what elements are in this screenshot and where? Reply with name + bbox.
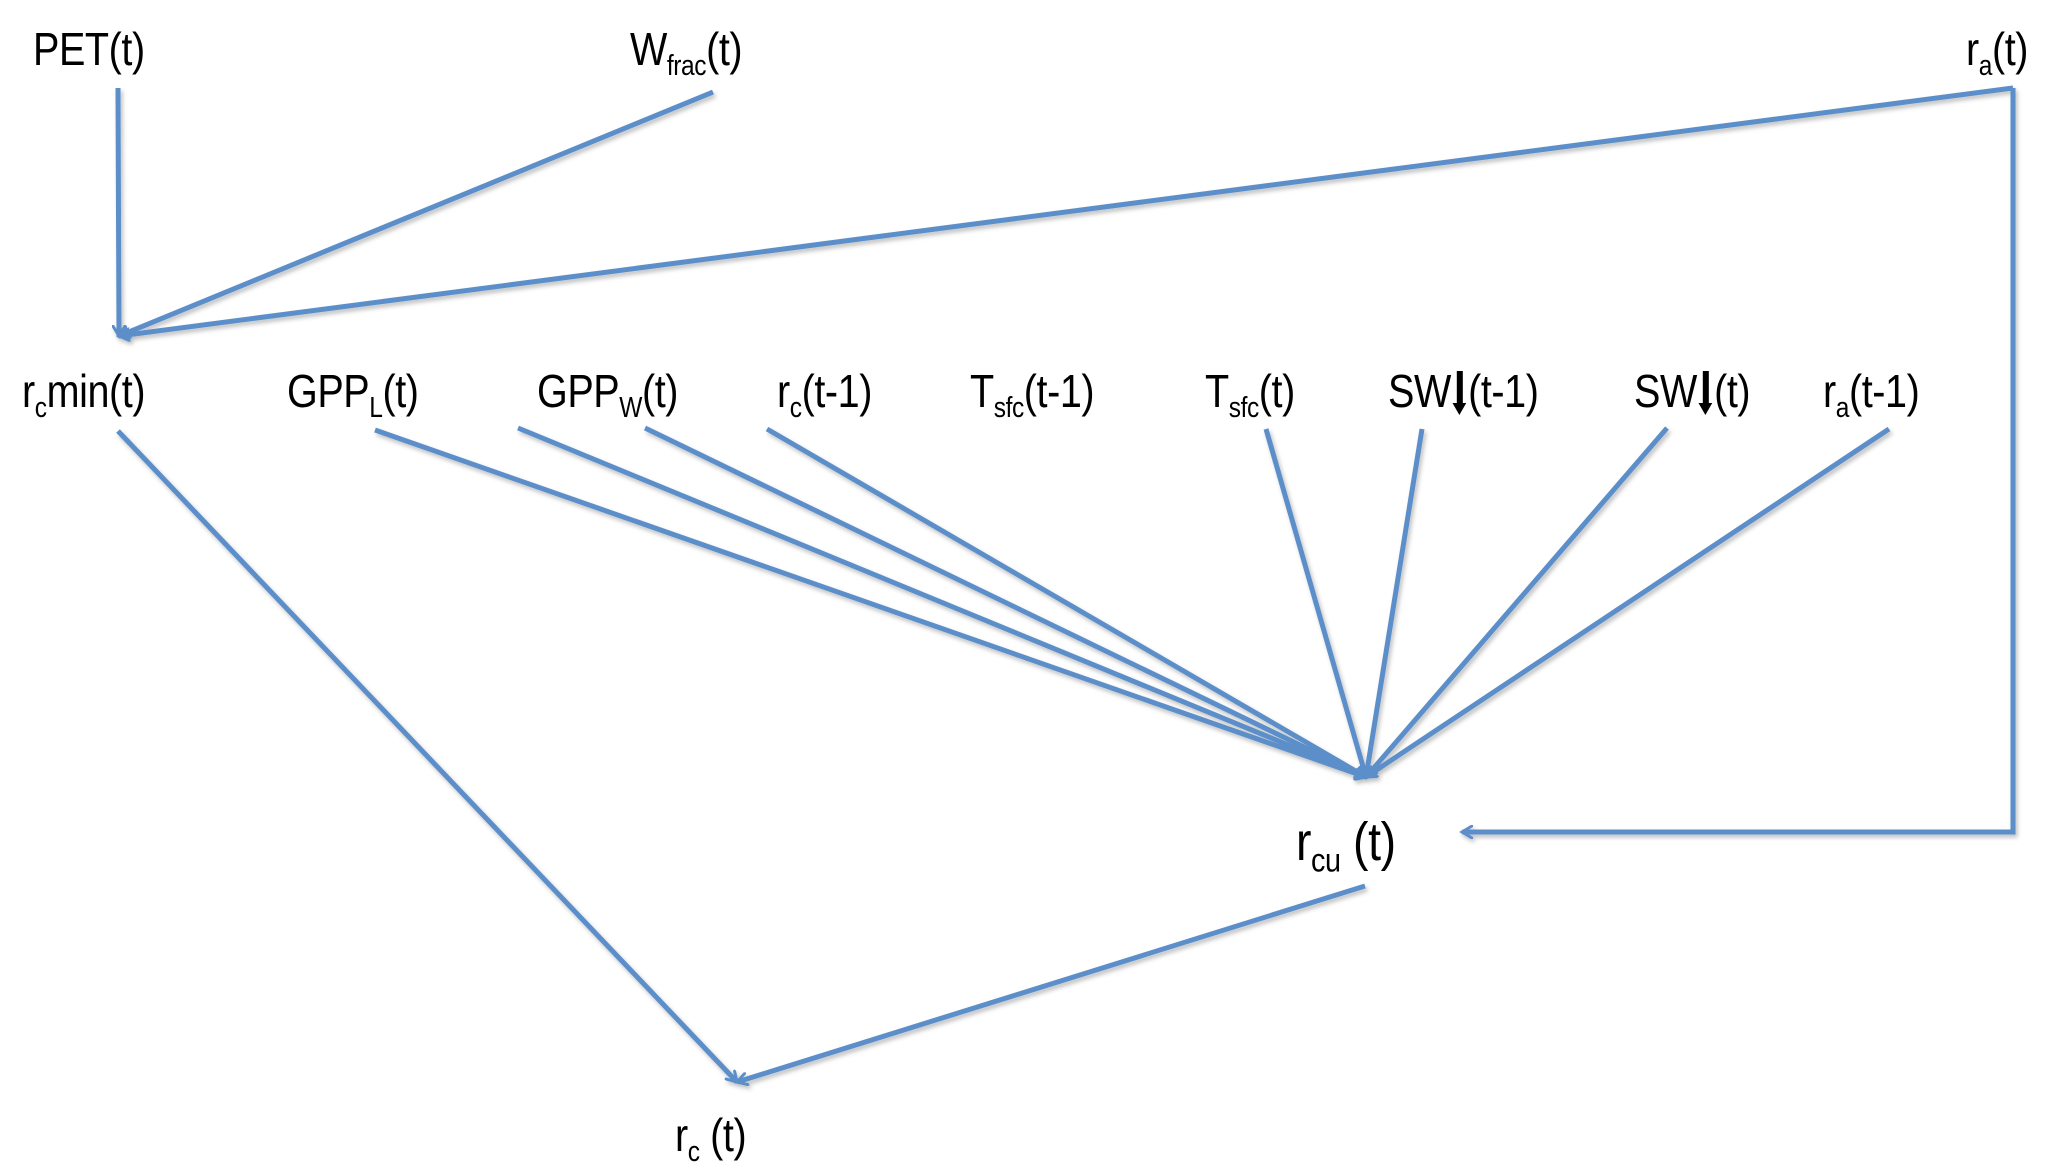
down-arrow-icon [1698,369,1713,415]
node-tsfc-arg: (t) [1258,365,1295,417]
node-ra-prev: ra(t-1) [1823,365,1920,424]
node-gppw-arg: (t) [641,365,679,417]
node-swdown-prev-base: SW [1388,365,1451,417]
node-gppw: GPPW(t) [537,368,678,422]
node-rcu-sub: cu [1311,842,1341,880]
node-rc-sub: c [687,1135,700,1168]
node-tsfc-sub: sfc [1228,391,1259,424]
edge-ra-to-rcu [1462,88,2016,832]
node-ra-arg: (t) [1991,23,2029,75]
node-gppl: GPPL(t) [287,368,419,422]
node-tsfc-prev-arg: (t-1) [1023,365,1095,417]
node-rcmin: rcmin(t) [22,365,146,424]
node-swdown-prev-arg: (t-1) [1468,365,1539,417]
node-ra-sub: a [1978,49,1993,82]
node-tsfc: Tsfc(t) [1205,368,1295,422]
node-ra-prev-arg: (t-1) [1848,365,1920,417]
edge-ra-to-rcmin [119,85,2014,336]
edge-tsfc-prev-to-rcu [765,426,1366,780]
node-rcu-base: r [1296,812,1312,872]
node-rcu-arg: (t) [1340,812,1396,872]
node-rcmin-base: r [22,365,35,417]
node-pet-arg: (t) [108,23,145,75]
node-rc: rc (t) [675,1109,747,1168]
node-rcu: rcu (t) [1296,815,1396,878]
edge-gppl-to-rcu [374,427,1366,777]
node-rc-base: r [675,1109,688,1161]
node-gppw-base: GPP [537,365,620,417]
node-swdown-base: SW [1634,365,1697,417]
node-ra-prev-sub: a [1835,391,1850,424]
node-wfrac-base: W [630,23,667,75]
node-rc-prev-arg: (t-1) [801,365,873,417]
node-gppw-sub: W [619,391,642,424]
node-tsfc-prev-sub: sfc [993,391,1024,424]
node-swdown: SW (t) [1634,365,1751,417]
node-swdown-arg: (t) [1714,365,1751,417]
node-rc-prev-base: r [777,365,790,417]
node-wfrac-sub: frac [666,49,707,82]
edge-pet-to-rcmin [118,87,119,336]
node-swdown-prev: SW (t-1) [1388,365,1539,417]
edge-ra-prev-to-rcu [1366,426,1891,780]
node-pet-base: PET [33,23,109,75]
node-rcmin-mid: min [46,365,110,417]
node-rc-prev: rc(t-1) [777,368,872,422]
node-wfrac: Wfrac(t) [630,23,743,82]
edge-wfrac-to-rcmin [119,89,714,336]
edge-swdown-to-rcu [1366,426,1669,777]
node-rcmin-arg: (t) [109,365,146,417]
down-arrow-icon [1452,369,1467,415]
node-tsfc-prev-base: T [970,365,994,417]
edge-tsfc-to-rcu [1263,428,1366,777]
node-pet: PET(t) [33,26,145,72]
edge-rcu-to-rc [737,883,1366,1082]
node-ra: ra(t) [1966,26,2028,80]
node-gppl-sub: L [369,391,383,424]
node-gppl-arg: (t) [382,365,419,417]
edge-gppw-to-rcu [517,425,1366,777]
edge-rc-prev-to-rcu [643,425,1366,777]
edge-rcmin-to-rc [116,429,737,1082]
node-rc-prev-sub: c [789,391,802,424]
node-ra-prev-base: r [1823,365,1836,417]
node-tsfc-prev: Tsfc(t-1) [970,365,1095,424]
node-wfrac-arg: (t) [706,23,743,75]
node-gppl-base: GPP [287,365,370,417]
node-ra-base: r [1966,23,1979,75]
node-rc-arg: (t) [699,1109,747,1161]
node-tsfc-base: T [1205,365,1229,417]
node-rcmin-sub: c [34,391,47,424]
edge-swdown-prev-to-rcu [1366,428,1425,777]
